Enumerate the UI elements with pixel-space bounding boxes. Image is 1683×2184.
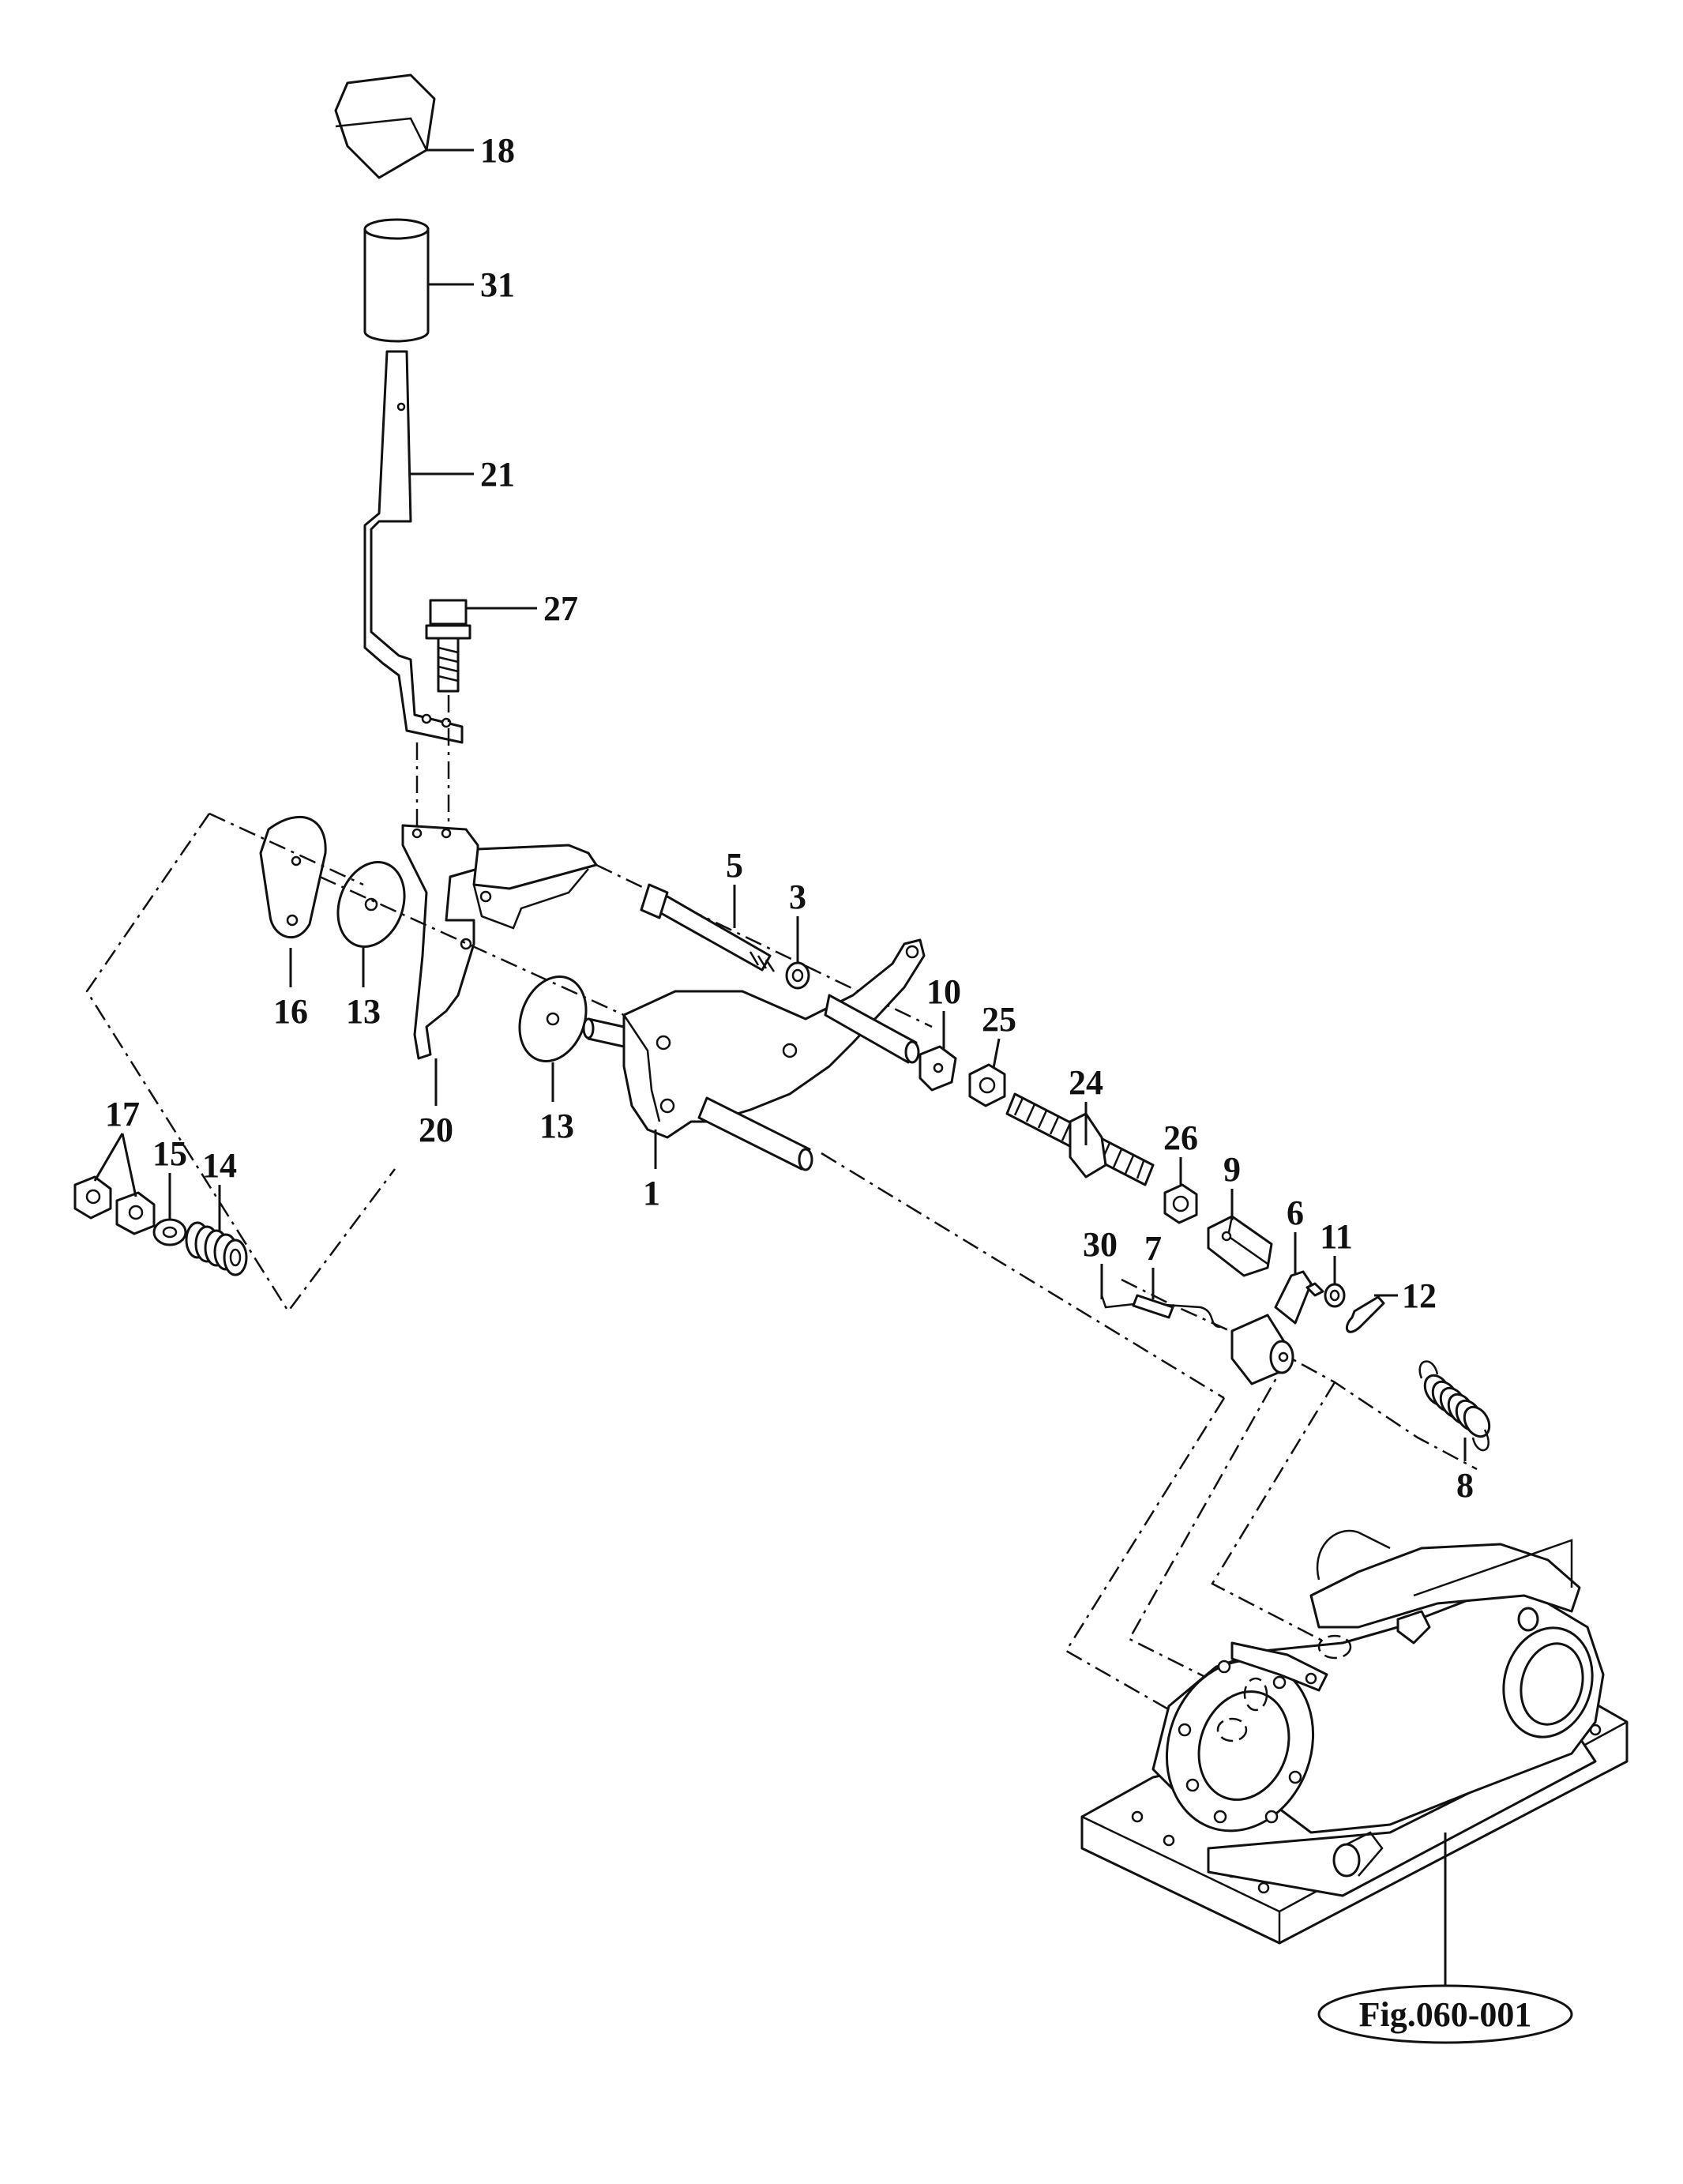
callout-31: 31 [480, 265, 515, 304]
part-18-knob [334, 73, 474, 179]
part-24-threaded-rod [1005, 1092, 1155, 1186]
part-30-wire [1100, 1264, 1221, 1329]
callout-9: 9 [1223, 1150, 1241, 1189]
part-1-main-bracket [582, 938, 926, 1171]
figure-reference-text: Fig.060-001 [1359, 1995, 1532, 2034]
callout-18: 18 [480, 131, 515, 170]
callout-16: 16 [273, 992, 308, 1031]
gearbox-housing [1080, 1529, 1629, 1945]
part-10-block [919, 1011, 957, 1092]
callout-8: 8 [1456, 1466, 1474, 1505]
callout-labels: 18 31 21 27 5 3 16 13 20 13 10 25 24 1 2… [105, 131, 1474, 1505]
callout-12: 12 [1402, 1276, 1437, 1315]
part-5-bolt [640, 883, 776, 972]
callout-25: 25 [982, 1000, 1016, 1039]
callout-11: 11 [1320, 1217, 1353, 1256]
part-31-sleeve [363, 218, 474, 343]
callout-26: 26 [1163, 1118, 1198, 1157]
callout-13-b: 13 [539, 1107, 574, 1145]
part-20-bracket [401, 824, 598, 1106]
callout-7: 7 [1144, 1229, 1162, 1268]
callout-27: 27 [543, 589, 578, 628]
part-8-spring [1418, 1360, 1491, 1461]
part-11-washer [1324, 1256, 1346, 1308]
part-15-washer [152, 1173, 187, 1246]
part-6-lever [1230, 1232, 1324, 1385]
callout-21: 21 [480, 455, 515, 494]
part-9-clip [1207, 1189, 1273, 1277]
part-12-cotter-pin [1345, 1294, 1398, 1333]
part-14-spring [185, 1185, 248, 1276]
callout-6: 6 [1287, 1193, 1304, 1232]
callout-5: 5 [726, 846, 743, 885]
callout-13-a: 13 [346, 992, 381, 1031]
callout-3: 3 [789, 878, 806, 916]
part-7-pin [1132, 1268, 1174, 1319]
part-25-nut [968, 1038, 1006, 1107]
part-17-nuts [73, 1133, 156, 1235]
callout-17: 17 [105, 1095, 140, 1133]
figure-reference-badge: Fig.060-001 [1317, 1984, 1573, 2044]
part-13-washer-b [518, 975, 588, 1102]
callout-15: 15 [152, 1134, 187, 1173]
callout-20: 20 [419, 1111, 453, 1149]
part-27-bolt [425, 599, 537, 693]
callout-24: 24 [1069, 1063, 1103, 1102]
part-3-washer [785, 916, 810, 990]
callout-14: 14 [202, 1146, 237, 1185]
part-16-plate [259, 815, 327, 987]
callout-1: 1 [643, 1174, 660, 1212]
callout-30: 30 [1083, 1225, 1118, 1264]
callout-10: 10 [926, 972, 961, 1011]
part-26-nut [1163, 1157, 1198, 1224]
